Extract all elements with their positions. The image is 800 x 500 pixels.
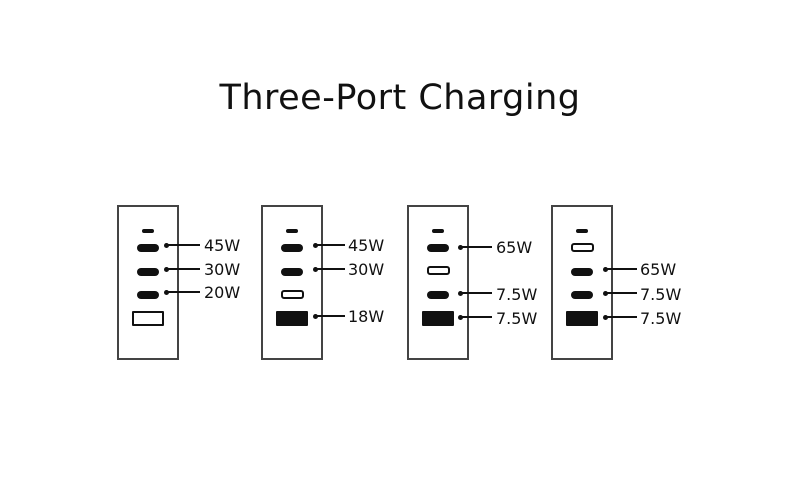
- usb-c-port-1: [427, 244, 449, 252]
- leader-line: [315, 315, 345, 317]
- usb-a-port: [276, 311, 308, 326]
- port-power-label: 18W: [348, 307, 385, 326]
- usb-c-port-3: [571, 291, 593, 299]
- usb-c-port-2: [137, 268, 159, 276]
- usb-a-port: [422, 311, 454, 326]
- port-power-label: 45W: [204, 236, 241, 255]
- leader-line: [315, 268, 345, 270]
- leader-line: [605, 292, 637, 294]
- led-indicator: [432, 229, 444, 233]
- usb-c-port-1: [137, 244, 159, 252]
- leader-line: [315, 244, 345, 246]
- usb-a-port-empty: [132, 311, 164, 326]
- leader-line: [166, 244, 200, 246]
- leader-line: [605, 268, 637, 270]
- led-indicator: [286, 229, 298, 233]
- usb-c-port-2: [571, 268, 593, 276]
- port-power-label: 7.5W: [640, 309, 682, 328]
- port-power-label: 7.5W: [496, 285, 538, 304]
- port-power-label: 7.5W: [640, 285, 682, 304]
- port-power-label: 65W: [496, 238, 533, 257]
- charger-3: [407, 205, 469, 360]
- usb-c-port-3: [427, 291, 449, 299]
- usb-c-port-1: [281, 244, 303, 252]
- led-indicator: [576, 229, 588, 233]
- usb-c-port-empty: [427, 266, 450, 275]
- led-indicator: [142, 229, 154, 233]
- usb-c-port-3: [137, 291, 159, 299]
- usb-c-port-empty: [281, 290, 304, 299]
- charger-4: [551, 205, 613, 360]
- charger-1: [117, 205, 179, 360]
- leader-line: [460, 246, 492, 248]
- usb-a-port: [566, 311, 598, 326]
- leader-line: [166, 268, 200, 270]
- leader-line: [460, 292, 492, 294]
- port-power-label: 45W: [348, 236, 385, 255]
- port-power-label: 7.5W: [496, 309, 538, 328]
- usb-c-port-2: [281, 268, 303, 276]
- page-title: Three-Port Charging: [219, 78, 581, 118]
- port-power-label: 30W: [348, 260, 385, 279]
- leader-line: [460, 316, 492, 318]
- charger-2: [261, 205, 323, 360]
- leader-line: [166, 291, 200, 293]
- port-power-label: 20W: [204, 283, 241, 302]
- usb-c-port-empty: [571, 243, 594, 252]
- port-power-label: 65W: [640, 260, 677, 279]
- leader-line: [605, 316, 637, 318]
- port-power-label: 30W: [204, 260, 241, 279]
